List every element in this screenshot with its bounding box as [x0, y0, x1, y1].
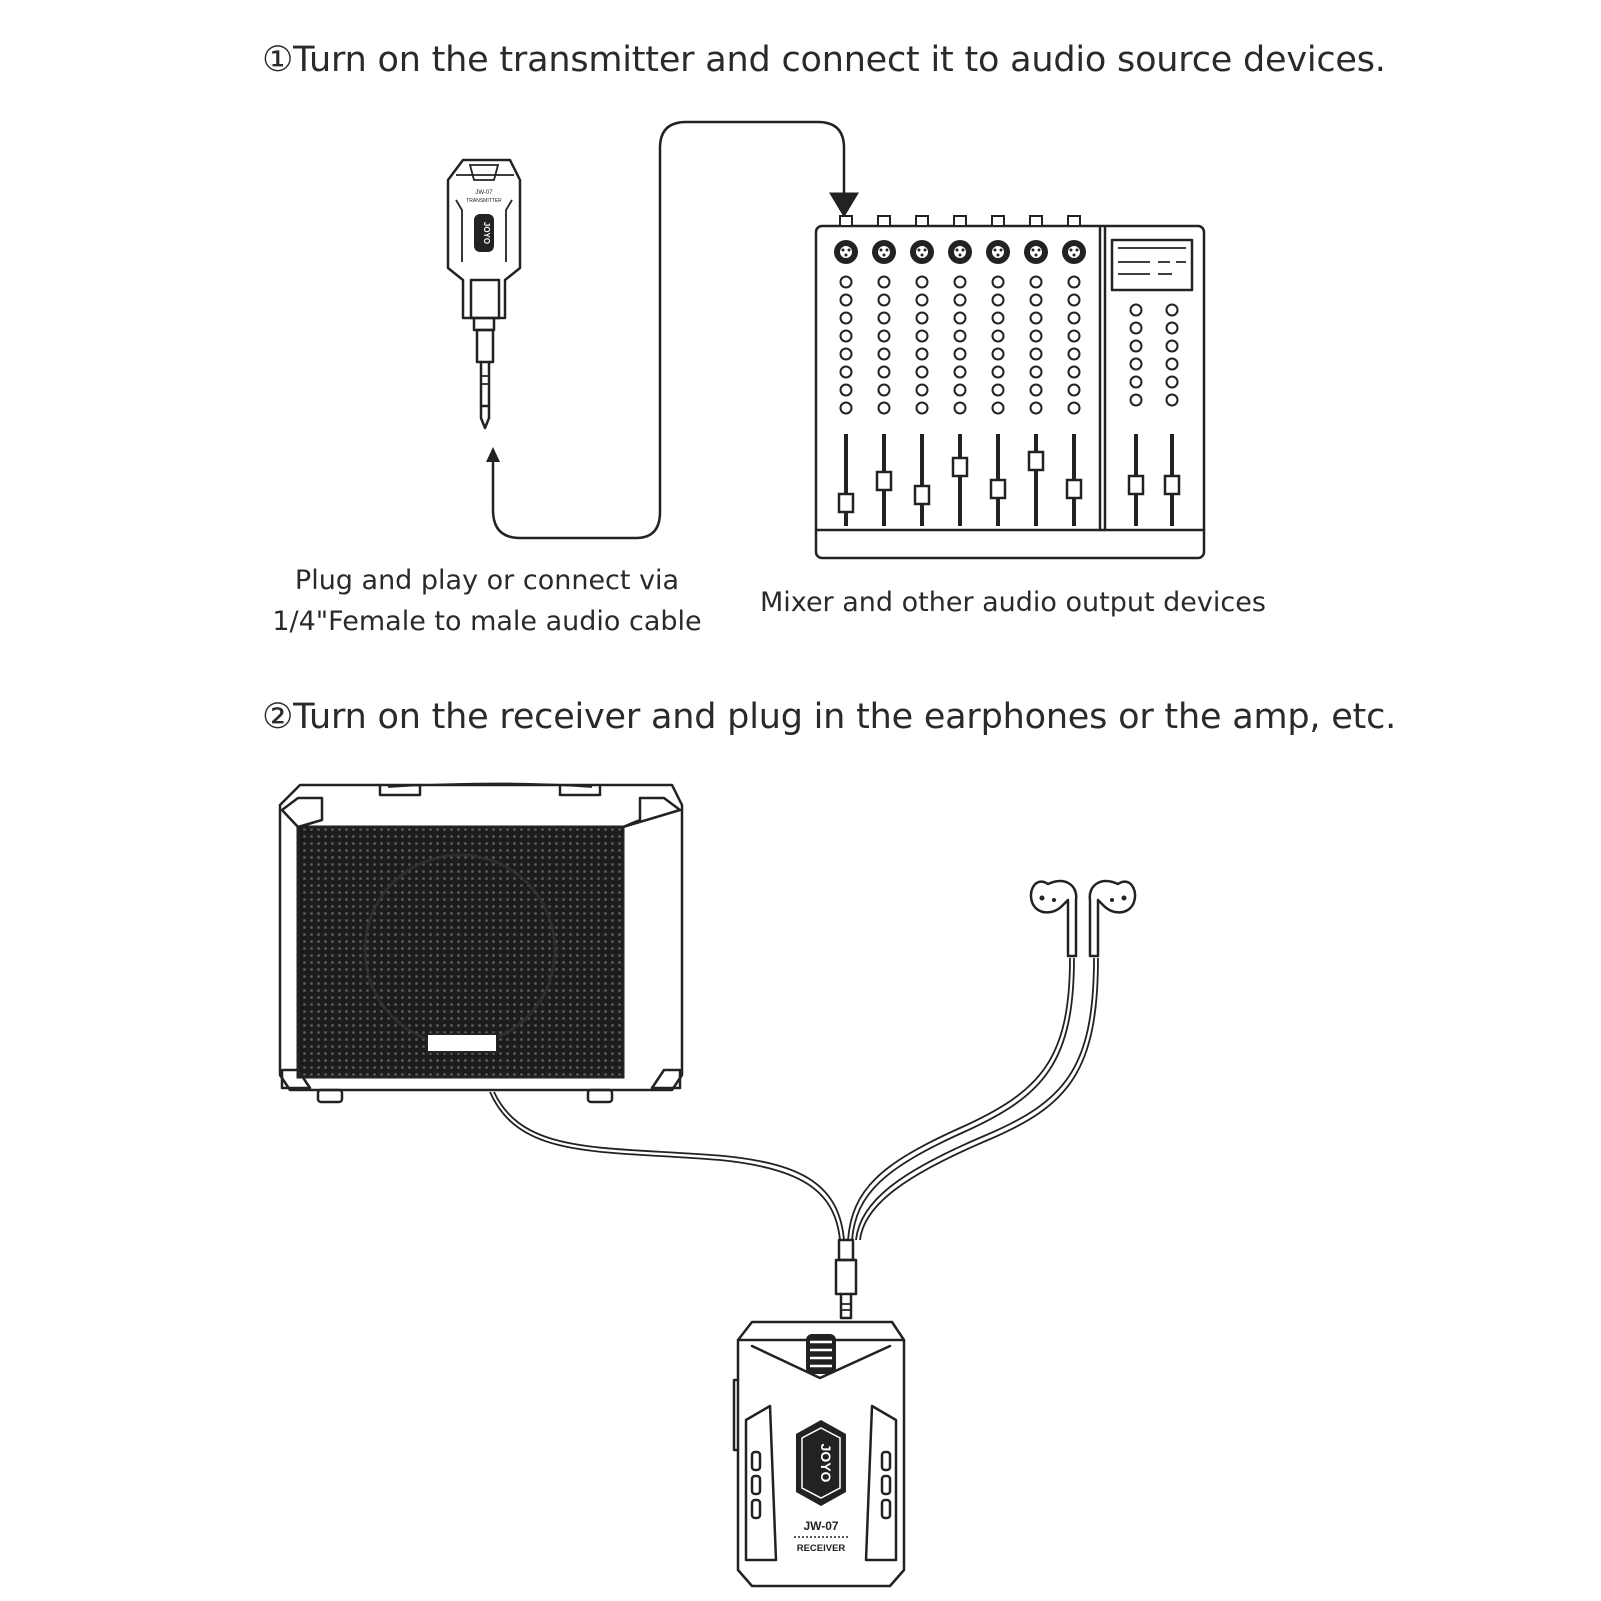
mixer-icon	[814, 215, 1206, 560]
transmitter-brand: JOYO	[482, 222, 491, 244]
receiver-model: JW-07	[803, 1519, 838, 1533]
mini-jack-icon	[834, 1238, 858, 1320]
mixer-caption: Mixer and other audio output devices	[760, 587, 1266, 618]
earphones-icon	[847, 879, 1137, 1241]
arrow-up-icon	[486, 447, 500, 462]
amp-cable	[489, 1091, 841, 1241]
receiver-brand: JOYO	[818, 1444, 834, 1483]
receiver-type: RECEIVER	[797, 1543, 846, 1554]
transmitter-icon: JW-07 TRANSMITTER JOYO	[446, 158, 522, 430]
transmitter-type: TRANSMITTER	[466, 198, 502, 204]
receiver-icon: JOYO JW-07 RECEIVER	[732, 1320, 906, 1588]
transmitter-caption-line1: Plug and play or connect via	[294, 565, 680, 596]
amplifier-icon	[278, 782, 684, 1104]
transmitter-caption: Plug and play or connect via 1/4"Female …	[262, 560, 712, 642]
step-2-title: ②Turn on the receiver and plug in the ea…	[262, 697, 1397, 737]
transmitter-caption-line2: 1/4"Female to male audio cable	[272, 606, 702, 637]
transmitter-model: JW-07	[475, 190, 493, 196]
arrow-icon	[491, 120, 859, 540]
step-1-title: ①Turn on the transmitter and connect it …	[262, 40, 1386, 80]
